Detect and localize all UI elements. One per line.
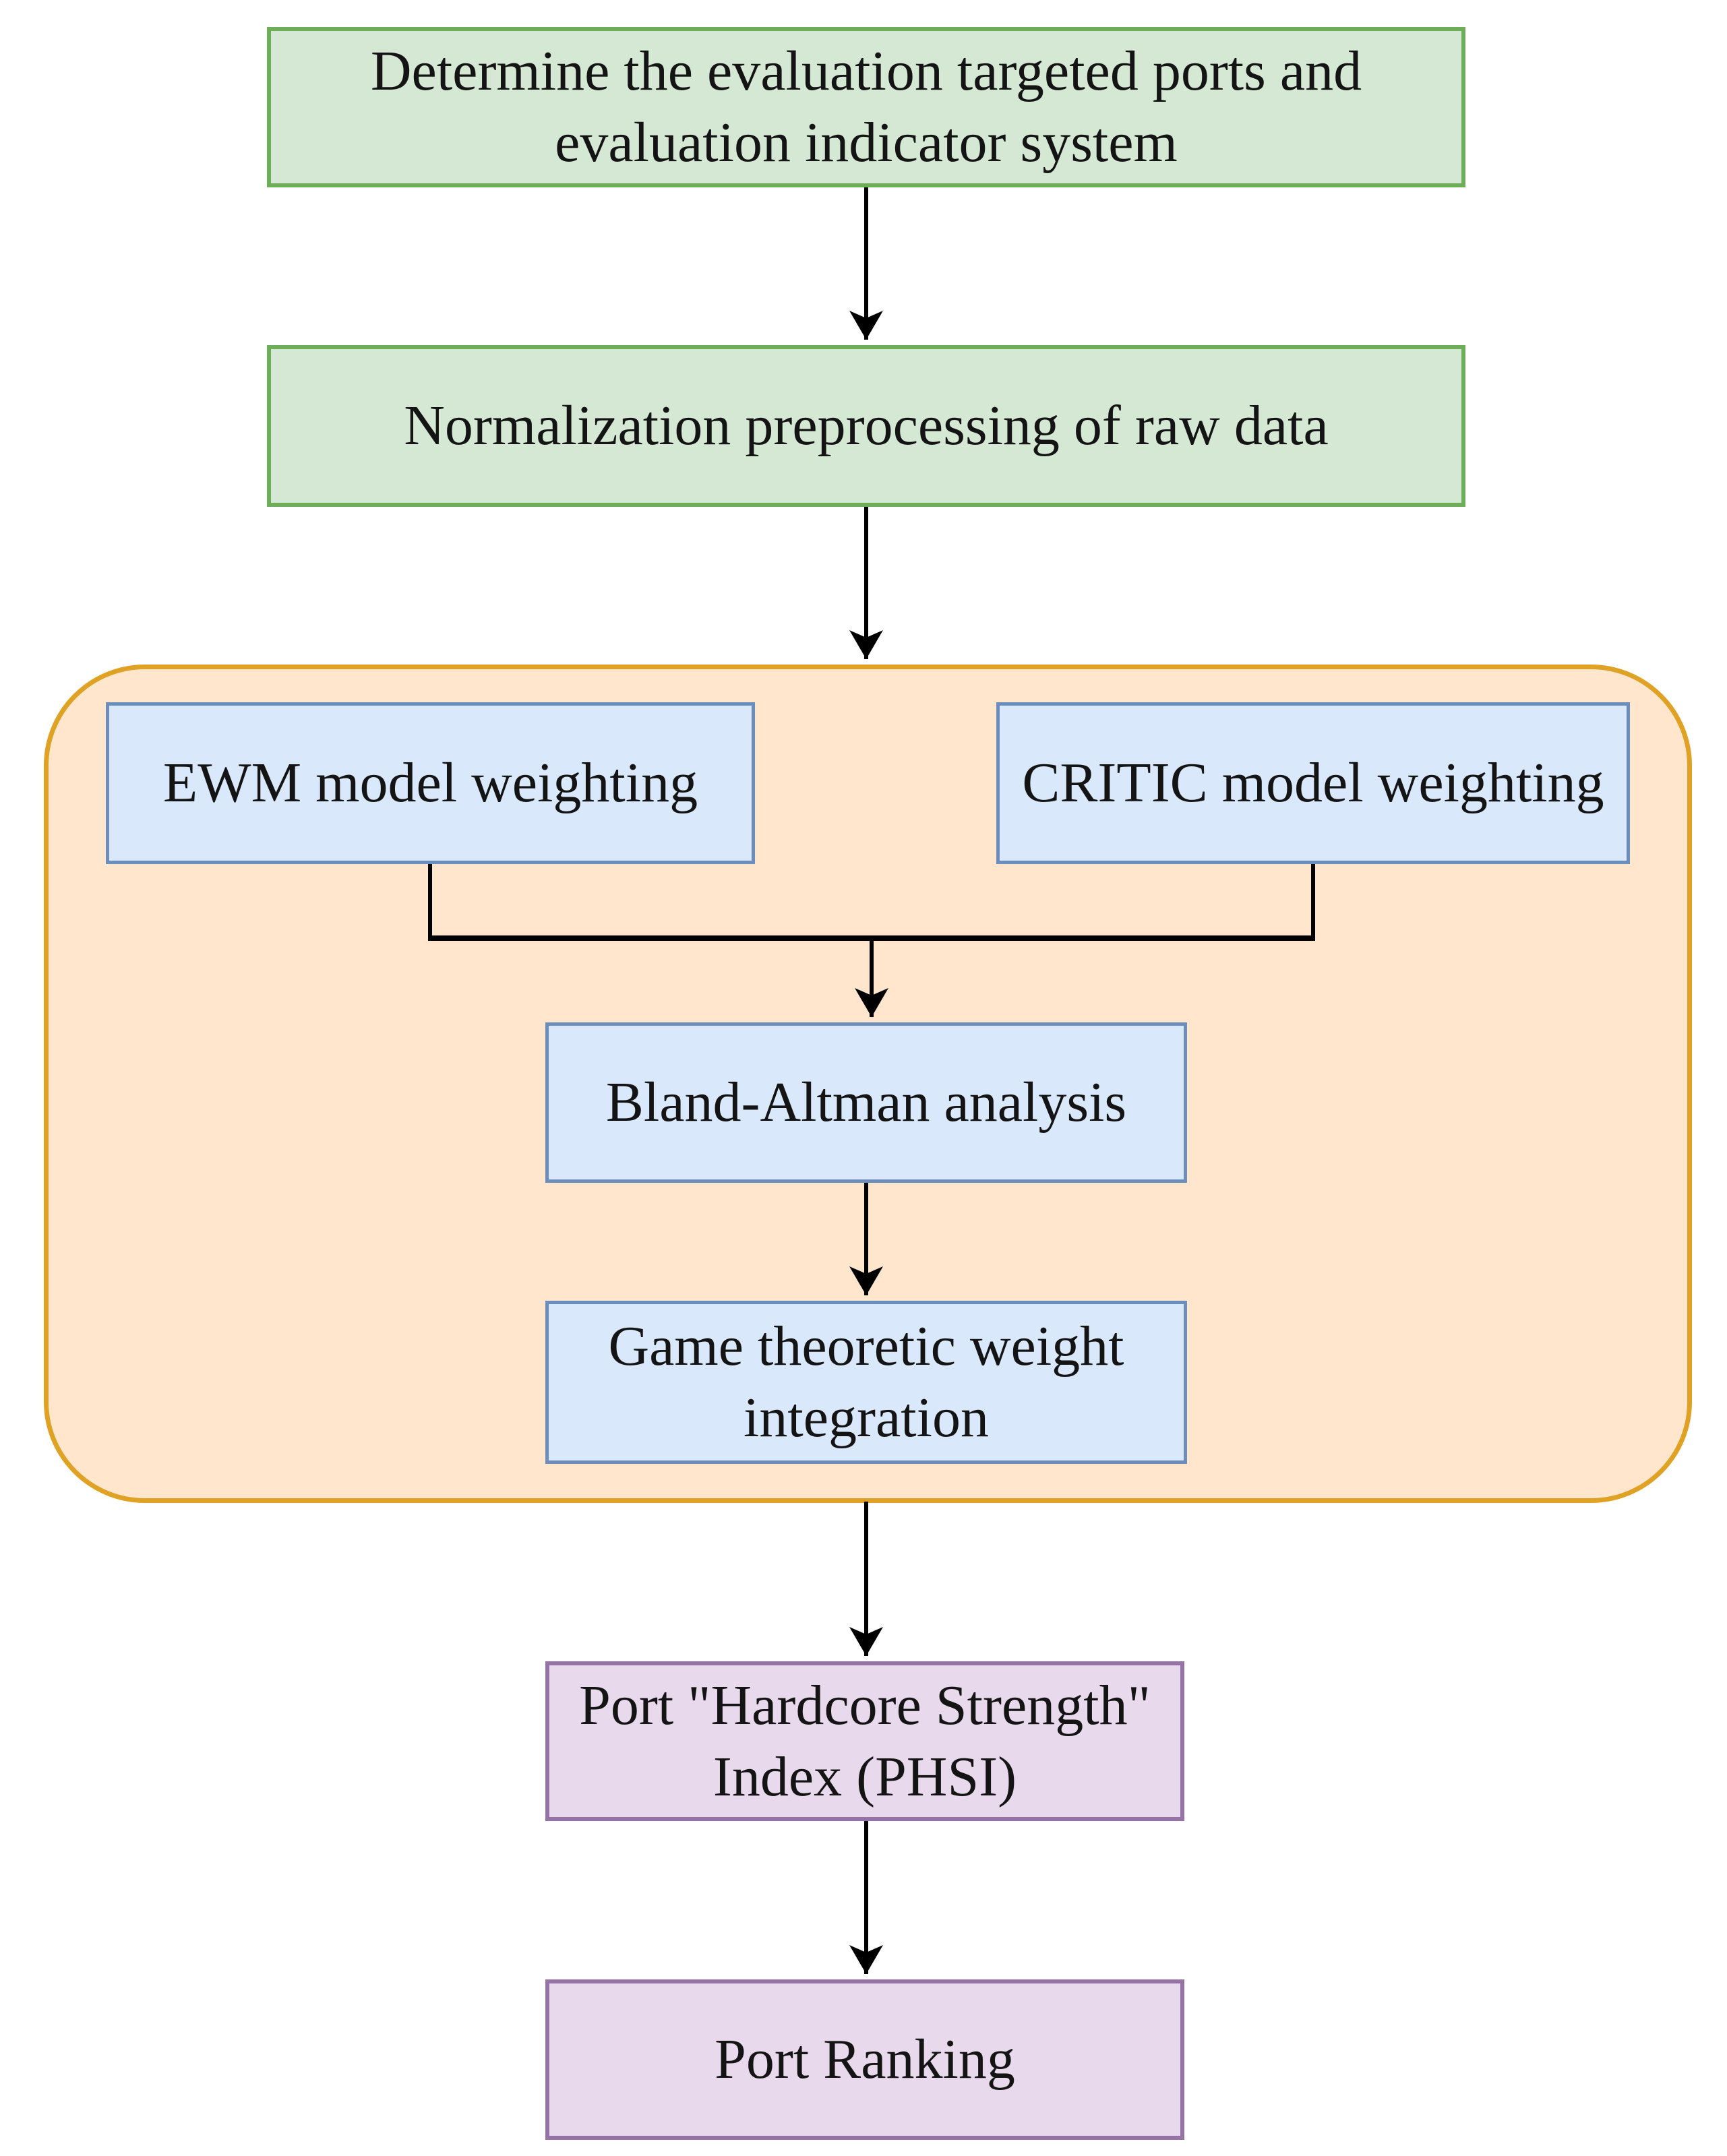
node-critic-model-weighting: CRITIC model weighting	[996, 702, 1630, 864]
node-determine-ports-and-indicators: Determine the evaluation targeted ports …	[267, 27, 1465, 187]
node-port-hardcore-strength-index: Port "Hardcore Strength" Index (PHSI)	[545, 1661, 1184, 1821]
node-bland-altman-analysis: Bland-Altman analysis	[545, 1022, 1187, 1183]
node-normalization-preprocessing: Normalization preprocessing of raw data	[267, 345, 1465, 507]
node-port-ranking: Port Ranking	[545, 1979, 1184, 2140]
node-ewm-model-weighting: EWM model weighting	[106, 702, 755, 864]
node-game-theoretic-weight-integration: Game theoretic weight integration	[545, 1301, 1187, 1464]
